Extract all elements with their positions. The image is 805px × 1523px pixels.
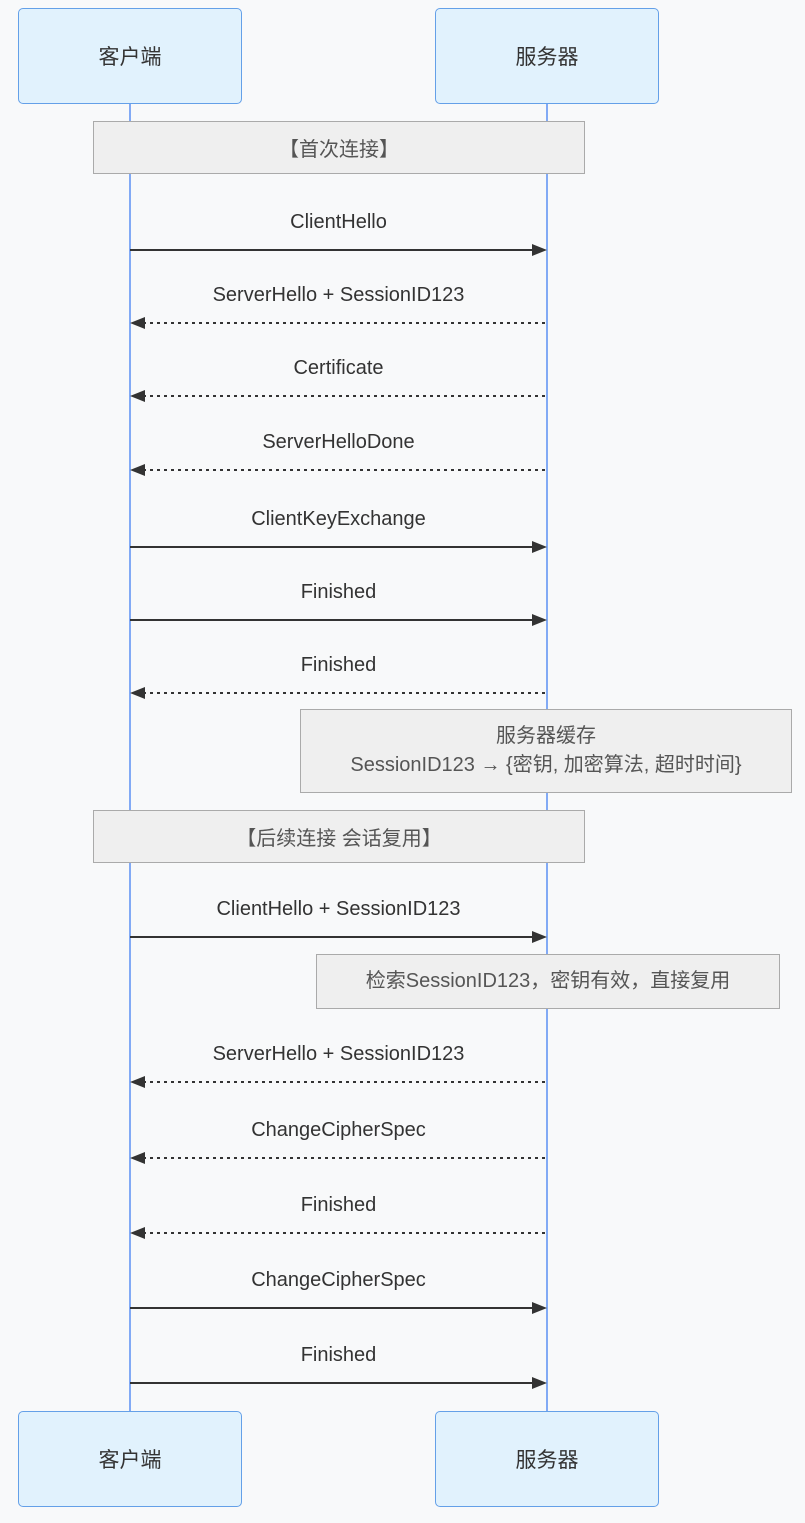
arrow-line (143, 1157, 547, 1159)
arrow-line (130, 936, 534, 938)
arrow-line (130, 1382, 534, 1384)
actor-label: 客户端 (98, 46, 162, 69)
arrowhead-right-icon (532, 244, 547, 256)
arrowhead-left-icon (130, 464, 145, 476)
message-label: ServerHello + SessionID123 (212, 284, 465, 306)
arrowhead-left-icon (130, 1076, 145, 1088)
section-label: 【后续连接 会话复用】 (236, 828, 442, 850)
message-arrow (130, 1152, 547, 1164)
message-arrow (130, 1377, 547, 1389)
section-divider-session-reuse: 【后续连接 会话复用】 (93, 810, 585, 863)
message-label: Finished (300, 1194, 377, 1216)
arrow-line (130, 619, 534, 621)
message-row: Finished (130, 652, 547, 699)
message-row: ServerHelloDone (130, 429, 547, 476)
message-label: Certificate (293, 357, 384, 379)
message-row: ServerHello + SessionID123 (130, 282, 547, 329)
message-row: ClientKeyExchange (130, 506, 547, 553)
message-label: ServerHello + SessionID123 (212, 1043, 465, 1065)
message-label: ClientKeyExchange (251, 508, 426, 530)
message-row: ClientHello (130, 209, 547, 256)
arrowhead-left-icon (130, 390, 145, 402)
arrow-line (143, 692, 547, 694)
section-label: 【首次连接】 (279, 139, 399, 161)
message-row: ChangeCipherSpec (130, 1267, 547, 1314)
message-arrow (130, 1227, 547, 1239)
message-row: ServerHello + SessionID123 (130, 1041, 547, 1088)
arrow-line (143, 395, 547, 397)
message-label: ClientHello (290, 211, 387, 233)
arrow-line (143, 469, 547, 471)
arrowhead-right-icon (532, 1377, 547, 1389)
arrow-line (130, 249, 534, 251)
arrow-line (143, 322, 547, 324)
message-label: ChangeCipherSpec (251, 1119, 426, 1141)
actor-client-bottom: 客户端 (18, 1411, 242, 1507)
message-arrow (130, 1302, 547, 1314)
message-arrow (130, 541, 547, 553)
message-label: Finished (300, 1344, 377, 1366)
note-line: SessionID123 → {密钥, 加密算法, 超时时间} (350, 754, 742, 776)
message-arrow (130, 464, 547, 476)
message-label: Finished (300, 581, 377, 603)
message-label: Finished (300, 654, 377, 676)
section-divider-first-connection: 【首次连接】 (93, 121, 585, 174)
lifeline-client (129, 104, 131, 1411)
message-arrow (130, 1076, 547, 1088)
actor-label: 服务器 (515, 1449, 579, 1472)
arrow-line (143, 1232, 547, 1234)
message-row: Certificate (130, 355, 547, 402)
arrowhead-right-icon (532, 614, 547, 626)
actor-server-bottom: 服务器 (435, 1411, 659, 1507)
message-arrow (130, 614, 547, 626)
note-line: 服务器缓存 (496, 725, 596, 747)
message-label: ChangeCipherSpec (251, 1269, 426, 1291)
note-session-lookup: 检索SessionID123，密钥有效，直接复用 (316, 954, 780, 1009)
message-row: ClientHello + SessionID123 (130, 896, 547, 943)
message-arrow (130, 317, 547, 329)
actor-client-top: 客户端 (18, 8, 242, 104)
arrowhead-right-icon (532, 1302, 547, 1314)
arrow-line (130, 1307, 534, 1309)
note-line: 检索SessionID123，密钥有效，直接复用 (365, 970, 731, 992)
message-arrow (130, 931, 547, 943)
message-row: Finished (130, 579, 547, 626)
message-arrow (130, 244, 547, 256)
arrowhead-left-icon (130, 317, 145, 329)
arrowhead-left-icon (130, 1152, 145, 1164)
arrowhead-right-icon (532, 541, 547, 553)
arrowhead-left-icon (130, 1227, 145, 1239)
note-server-cache: 服务器缓存 SessionID123 → {密钥, 加密算法, 超时时间} (300, 709, 792, 793)
arrow-line (130, 546, 534, 548)
message-row: ChangeCipherSpec (130, 1117, 547, 1164)
actor-label: 服务器 (515, 46, 579, 69)
actor-label: 客户端 (98, 1449, 162, 1472)
message-row: Finished (130, 1192, 547, 1239)
message-arrow (130, 687, 547, 699)
message-row: Finished (130, 1342, 547, 1389)
arrow-line (143, 1081, 547, 1083)
arrowhead-right-icon (532, 931, 547, 943)
actor-server-top: 服务器 (435, 8, 659, 104)
arrowhead-left-icon (130, 687, 145, 699)
message-label: ServerHelloDone (262, 431, 415, 453)
message-arrow (130, 390, 547, 402)
message-label: ClientHello + SessionID123 (216, 898, 461, 920)
